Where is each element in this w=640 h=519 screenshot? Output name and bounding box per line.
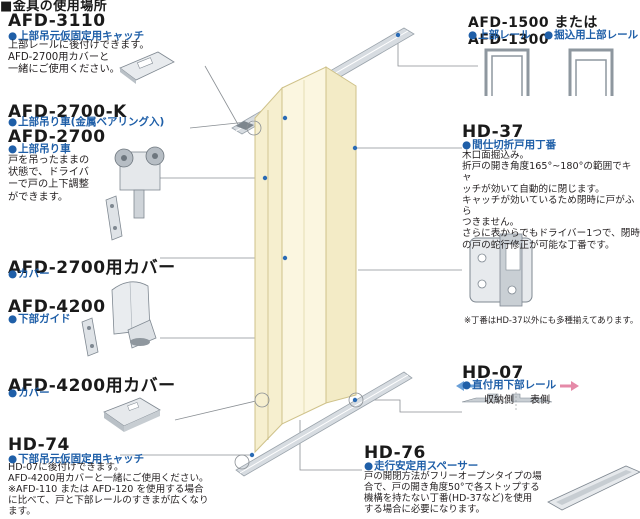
section-title: ■金具の使用場所 <box>0 0 108 14</box>
detail-circles <box>234 120 364 470</box>
afd2700cover-subtitle: カバー <box>8 266 50 281</box>
leader-afd4200cover <box>174 399 261 421</box>
afd1300-profile <box>568 48 614 96</box>
hd74-subtitle: 下部吊元仮固定用キャッチ <box>8 451 144 466</box>
hd76-illustration <box>547 465 640 511</box>
afd1500-profile <box>484 48 530 96</box>
location-markers <box>249 32 401 458</box>
afd3110-subtitle: 上部吊元仮固定用キャッチ <box>8 28 144 43</box>
afd2700-desc: 戸を吊ったままの 状態で、ドライバ ーで戸の上下調整 ができます。 <box>8 155 90 203</box>
afd4200cover-subtitle: カバー <box>8 385 50 400</box>
hd74-name: HD-74 <box>8 435 70 455</box>
afd2700cover-name: AFD-2700用カバー <box>8 258 176 278</box>
afd2700-subtitle: 上部吊り車 <box>8 141 71 156</box>
hd07-front-side-label: 表側 <box>530 395 550 406</box>
leader-afd1500 <box>397 35 478 67</box>
leader-afd3110 <box>204 65 241 129</box>
afd2700k-subtitle: 上部吊り車(金属ベアリング入) <box>8 114 164 129</box>
afd2700cover-illustration <box>81 281 151 357</box>
door-panels <box>254 66 357 454</box>
hd37-illustration <box>469 233 533 307</box>
hd37-subtitle: 間仕切折戸用丁番 <box>462 137 556 152</box>
afd3110-illustration <box>119 51 175 84</box>
leader-hd07 <box>355 399 462 413</box>
hd07-subtitle: 直付用下部レール <box>462 377 556 392</box>
afd3110-desc: 上部レールに後付けできます。 AFD-2700用カバーと 一緒にご使用ください。 <box>8 40 150 76</box>
hd37-desc: 木口面掘込み。 折戸の開き角度165°~180°の範囲でキャ ッチが効いて自動的… <box>462 150 640 251</box>
hd37-note: ※丁番はHD-37以外にも多種揃えてあります。 <box>464 315 639 325</box>
hd07-storage-side-label: 収納側 <box>484 395 514 406</box>
hd76-subtitle: 走行安定用スペーサー <box>364 458 478 473</box>
door-panel-3 <box>325 66 357 404</box>
afd3110-name: AFD-3110 <box>8 11 106 31</box>
rail-profiles <box>484 48 614 96</box>
afd4200-illustration <box>127 319 157 349</box>
hd74-illustration <box>103 397 161 432</box>
hd76-desc: 戸の開閉方法がフリーオープンタイプの場 合で、戸の開き角度50°で各ストップする… <box>364 471 542 515</box>
afd2700-illustration <box>105 146 165 241</box>
afd1500-subtitle: 上部レール <box>468 27 531 42</box>
afd4200cover-name: AFD-4200用カバー <box>8 376 176 396</box>
bottom-rail <box>235 371 413 477</box>
afd1300-subtitle: 掘込用上部レール <box>544 27 638 42</box>
afd4200-subtitle: 下部ガイド <box>8 311 71 326</box>
hd74-desc: HD-07に後付けできます。 AFD-4200用カバーと一緒にご使用ください。 … <box>8 462 209 517</box>
